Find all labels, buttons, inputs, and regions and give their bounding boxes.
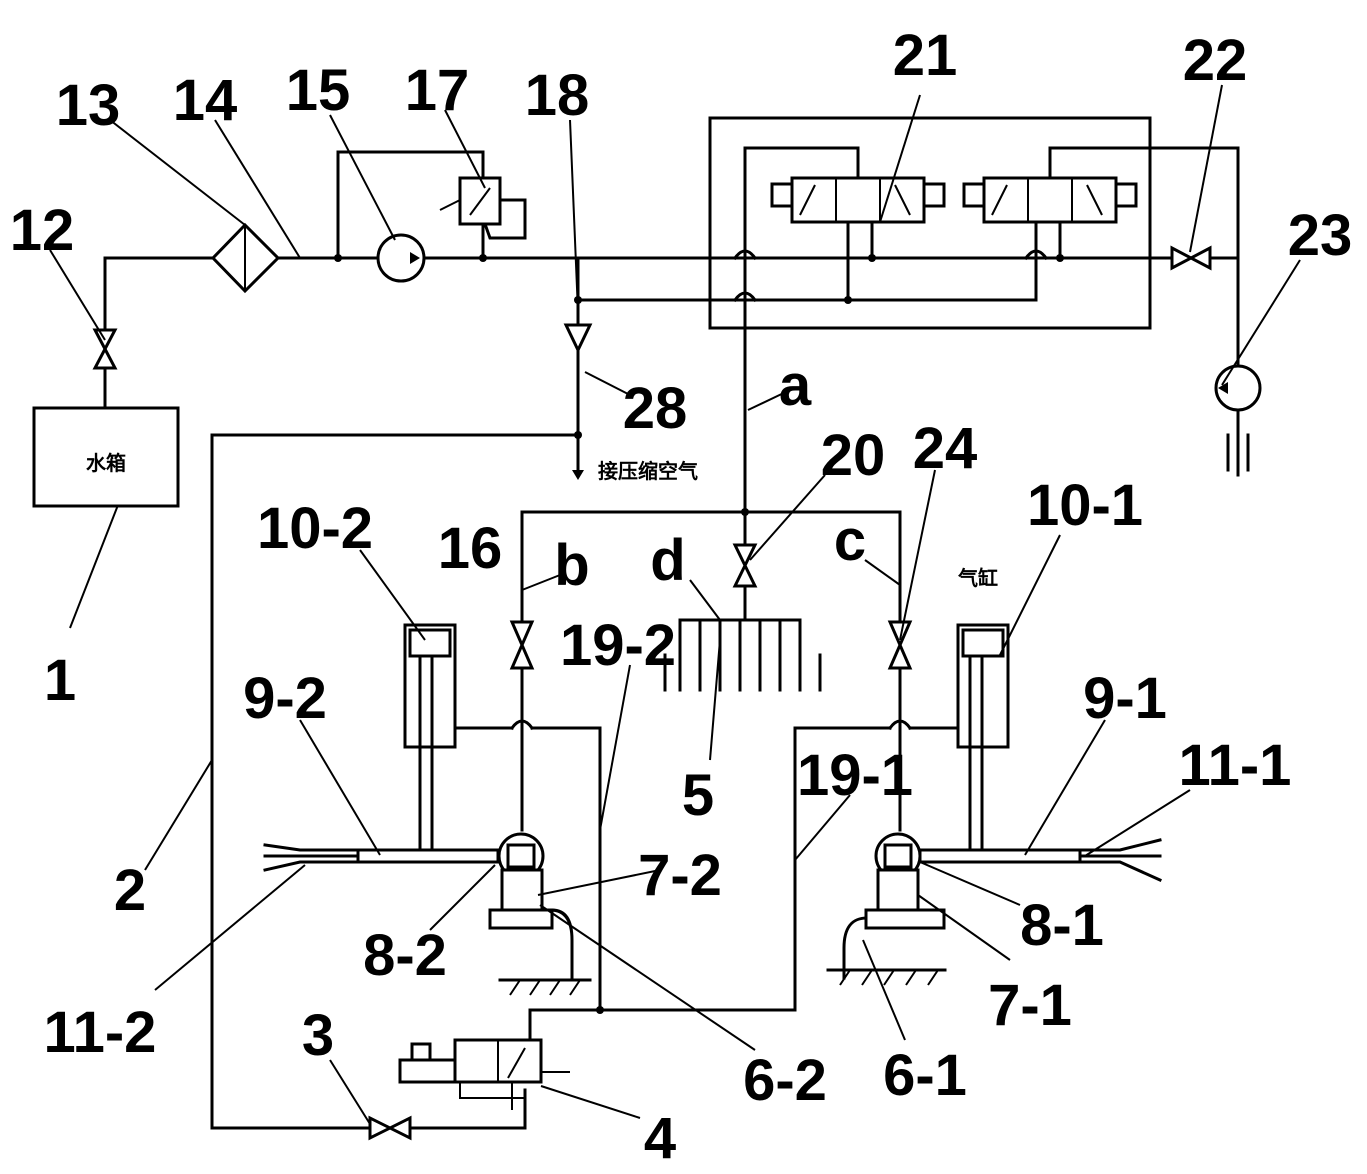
label-11-1: 11-1 (1179, 733, 1292, 798)
valve-12 (92, 328, 118, 370)
label-9-1: 9-1 (1083, 666, 1167, 731)
label-22: 22 (1183, 28, 1248, 93)
label-19-1: 19-1 (797, 743, 913, 808)
manifold-5 (663, 618, 822, 692)
label-14: 14 (173, 68, 238, 133)
label-compressed-air: 接压缩空气 (598, 459, 698, 483)
label-23: 23 (1288, 203, 1353, 268)
label-c: c (834, 508, 866, 573)
valve-20 (732, 543, 758, 588)
label-18: 18 (525, 63, 590, 128)
valve-3 (368, 1115, 412, 1141)
label-11-2: 11-2 (44, 1000, 157, 1065)
label-13: 13 (56, 73, 121, 138)
label-20: 20 (821, 423, 886, 488)
label-9-2: 9-2 (243, 666, 327, 731)
label-28: 28 (623, 376, 688, 441)
labels: 1 2 3 4 5 6-1 6-2 7-1 7-2 8-1 8-2 9-1 9-… (10, 23, 1353, 1171)
label-7-1: 7-1 (988, 973, 1072, 1038)
cylinder-10-1 (956, 623, 1010, 857)
label-21: 21 (893, 23, 958, 88)
label-7-2: 7-2 (638, 843, 722, 908)
label-a: a (779, 353, 812, 418)
valve-22 (1170, 245, 1212, 271)
valve-16 (509, 620, 535, 670)
label-10-1: 10-1 (1027, 473, 1143, 538)
label-2: 2 (114, 858, 146, 923)
label-15: 15 (286, 58, 351, 123)
pump-23 (1214, 364, 1262, 412)
pipelines (103, 146, 1250, 1130)
label-17: 17 (405, 58, 470, 123)
label-16: 16 (438, 516, 503, 581)
filter-13 (210, 222, 281, 294)
label-3: 3 (302, 1003, 334, 1068)
water-tank: 水箱 (32, 406, 180, 508)
leader-lines (49, 84, 1301, 1125)
label-b: b (554, 533, 589, 598)
nozzle-assembly-left (263, 832, 592, 996)
solenoid-valve-4 (398, 1038, 570, 1110)
check-valve-18 (563, 323, 593, 354)
label-8-2: 8-2 (363, 923, 447, 988)
junctions (334, 249, 1064, 1014)
label-5: 5 (682, 763, 714, 828)
label-24: 24 (913, 416, 978, 481)
nozzle-assembly-right (826, 832, 1162, 986)
label-d: d (650, 528, 685, 593)
pump-15 (376, 233, 426, 283)
label-8-1: 8-1 (1020, 893, 1104, 958)
label-cylinder: 气缸 (957, 566, 998, 590)
label-1: 1 (44, 648, 76, 713)
label-4: 4 (644, 1106, 676, 1171)
label-19-2: 19-2 (560, 613, 676, 678)
label-10-2: 10-2 (257, 496, 373, 561)
air-inlet-arrow (572, 470, 584, 480)
label-6-1: 6-1 (883, 1043, 967, 1108)
valve-block-21 (708, 116, 1152, 330)
valve-24 (887, 620, 913, 670)
svg-text:水箱: 水箱 (86, 451, 126, 475)
label-12: 12 (10, 198, 75, 263)
relief-valve-17 (439, 176, 502, 226)
cylinder-10-2 (403, 623, 457, 857)
label-6-2: 6-2 (743, 1048, 827, 1113)
